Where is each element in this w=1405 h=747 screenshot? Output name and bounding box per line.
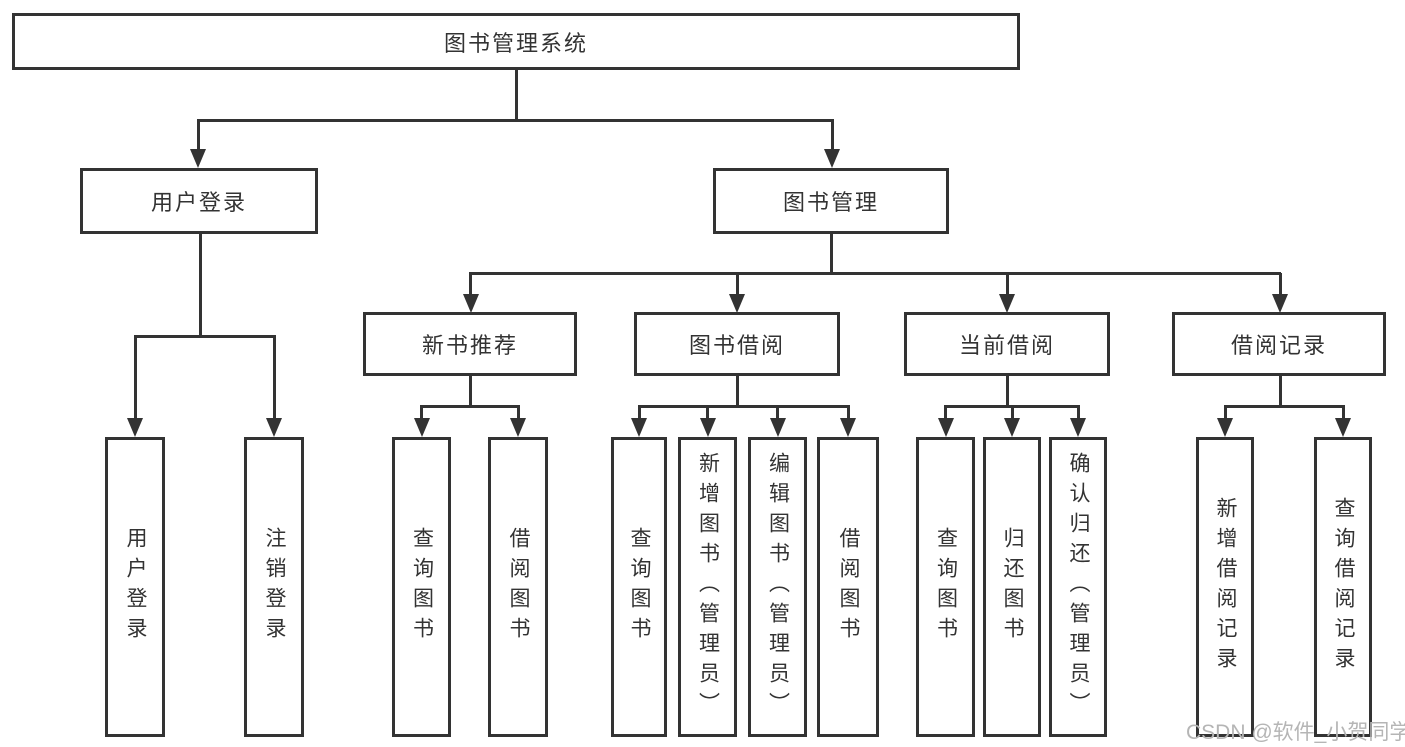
connector-drop-leaf: [706, 406, 709, 420]
arrow-down-icon: [999, 294, 1015, 313]
node-leaf-cb-return-books: 归还图书: [983, 437, 1041, 737]
connector-bb-split: [637, 404, 850, 408]
arrow-down-icon: [1004, 418, 1020, 437]
arrow-down-icon: [462, 294, 479, 313]
connector-nb-stem: [469, 375, 472, 406]
node-label: 新增借阅记录: [1214, 497, 1237, 677]
connector-cb-stem: [1005, 376, 1009, 406]
node-new-book-recommend: 新书推荐: [363, 312, 577, 376]
node-leaf-cb-query-books: 查询图书: [916, 437, 975, 737]
node-leaf-bb-edit-books: 编辑图书（管理员）: [748, 437, 807, 737]
arrow-down-icon: [769, 418, 786, 437]
connector-drop-leaf: [637, 406, 641, 420]
node-leaf-bb-query-books: 查询图书: [611, 437, 667, 737]
arrow-down-icon: [937, 418, 954, 437]
arrow-down-icon: [266, 418, 282, 437]
node-label: 查询图书: [410, 527, 434, 647]
node-label: 归还图书: [1001, 527, 1024, 647]
connector-br-stem: [1278, 376, 1282, 406]
connector-root-split: [196, 118, 834, 122]
connector-drop-leaf: [944, 406, 947, 420]
connector-drop-leaf: [272, 336, 276, 420]
arrow-down-icon: [510, 418, 526, 437]
node-label: 用户登录: [150, 190, 247, 215]
node-label: 新增图书（管理员）: [696, 452, 720, 722]
node-label: 用户登录: [124, 527, 147, 647]
connector-br-split: [1223, 404, 1345, 408]
node-leaf-user-login: 用户登录: [105, 437, 165, 737]
connector-drop-leaf: [420, 406, 423, 420]
connector-drop-leaf: [1341, 406, 1345, 420]
node-label: 查询图书: [934, 527, 958, 647]
connector-drop-leaf: [516, 406, 520, 420]
node-label: 图书借阅: [688, 333, 785, 358]
arrow-down-icon: [824, 149, 840, 168]
connector-drop-user-login: [196, 120, 200, 151]
arrow-down-icon: [840, 418, 856, 437]
arrow-down-icon: [190, 149, 206, 168]
node-label: 新书推荐: [421, 333, 518, 358]
connector-user-login-stem: [198, 234, 202, 336]
connector-bb-stem: [735, 376, 739, 406]
node-leaf-bb-add-books: 新增图书（管理员）: [678, 437, 737, 737]
node-leaf-nb-borrow-books: 借阅图书: [488, 437, 548, 737]
arrow-down-icon: [1217, 418, 1233, 437]
node-leaf-bb-borrow-books: 借阅图书: [817, 437, 879, 737]
node-book-borrowing: 图书借阅: [634, 312, 840, 376]
connector-drop-l3: [735, 273, 739, 296]
connector-book-management-split: [469, 271, 1281, 275]
arrow-down-icon: [1272, 294, 1288, 313]
connector-drop-l3: [1005, 273, 1009, 296]
arrow-down-icon: [413, 418, 430, 437]
node-leaf-br-query-record: 查询借阅记录: [1314, 437, 1372, 737]
arrow-down-icon: [631, 418, 647, 437]
node-label: 当前借阅: [958, 333, 1055, 358]
node-label: 借阅记录: [1230, 333, 1327, 358]
node-root: 图书管理系统: [12, 13, 1020, 70]
node-label: 查询图书: [628, 527, 651, 647]
arrow-down-icon: [699, 418, 716, 437]
connector-root-stem: [514, 70, 518, 120]
node-book-management: 图书管理: [713, 168, 949, 234]
connector-nb-split: [420, 404, 520, 408]
connector-drop-l3: [469, 273, 472, 296]
node-leaf-br-add-record: 新增借阅记录: [1196, 437, 1254, 737]
connector-drop-leaf: [1223, 406, 1227, 420]
connector-drop-l3: [1278, 273, 1282, 296]
arrow-down-icon: [1070, 418, 1086, 437]
connector-drop-leaf: [846, 406, 850, 420]
node-label: 确认归还（管理员）: [1067, 452, 1090, 722]
node-leaf-nb-query-books: 查询图书: [392, 437, 451, 737]
node-borrowing-records: 借阅记录: [1172, 312, 1386, 376]
node-label: 查询借阅记录: [1332, 497, 1355, 677]
connector-drop-leaf: [133, 336, 137, 420]
arrow-down-icon: [729, 294, 745, 313]
node-label: 借阅图书: [507, 527, 530, 647]
node-label: 图书管理系统: [443, 30, 588, 56]
connector-drop-book-management: [830, 120, 834, 151]
node-label: 注销登录: [263, 527, 286, 647]
connector-user-login-split: [133, 334, 276, 338]
node-leaf-logout: 注销登录: [244, 437, 304, 737]
connector-drop-leaf: [1010, 406, 1014, 420]
node-leaf-cb-confirm-return: 确认归还（管理员）: [1049, 437, 1107, 737]
node-current-borrowing: 当前借阅: [904, 312, 1110, 376]
node-label: 借阅图书: [837, 527, 860, 647]
node-label: 图书管理: [782, 190, 879, 215]
node-label: 编辑图书（管理员）: [766, 452, 790, 722]
arrow-down-icon: [127, 418, 143, 437]
arrow-down-icon: [1335, 418, 1351, 437]
csdn-watermark: CSDN @软件_小贺同学: [1186, 721, 1405, 744]
connector-drop-leaf: [776, 406, 779, 420]
connector-drop-leaf: [1076, 406, 1080, 420]
node-user-login: 用户登录: [80, 168, 318, 234]
connector-book-management-stem: [829, 234, 833, 273]
